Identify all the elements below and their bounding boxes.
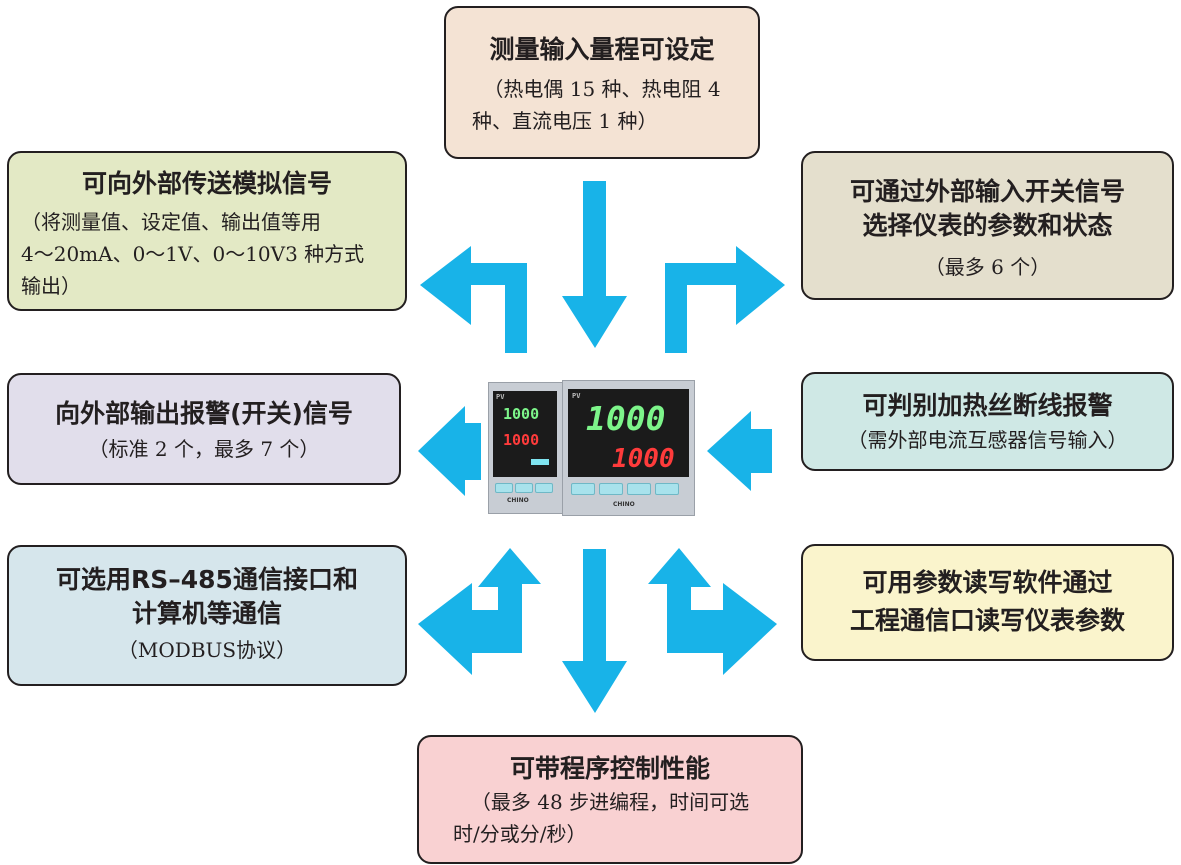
key-3 — [627, 483, 651, 495]
box-text-line-1: （最多 6 个） — [924, 255, 1051, 279]
box-title-line-2: 计算机等通信 — [131, 599, 282, 628]
box-parameter-software: 可用参数读写软件通过 工程通信口读写仪表参数 — [801, 544, 1174, 661]
pv-label: PV — [496, 393, 505, 401]
controller-small-display: PV 1000 1000 — [493, 391, 557, 477]
box-text-line-1: （最多 48 步进编程，时间可选 — [470, 790, 750, 814]
pv-label: PV — [572, 392, 581, 400]
arrow-bent-upper-right — [665, 246, 785, 353]
box-rs485-communication: 可选用RS–485通信接口和 计算机等通信 （MODBUS协议） — [7, 545, 407, 686]
arrow-down-top — [562, 181, 627, 348]
brand-label: CHINO — [613, 501, 635, 508]
sv-value: 1000 — [612, 444, 675, 474]
controller-large-display: PV 1000 1000 — [568, 389, 689, 477]
box-heater-break-alarm: 可判别加热丝断线报警 （需外部电流互感器信号输入） — [801, 372, 1174, 471]
key-2 — [599, 483, 623, 495]
key-3 — [535, 483, 553, 493]
box-analog-output: 可向外部传送模拟信号 （将测量值、设定值、输出值等用 4～20mA、0～1V、0… — [7, 151, 407, 311]
box-external-input-switch: 可通过外部输入开关信号 选择仪表的参数和状态 （最多 6 个） — [801, 151, 1174, 300]
box-title: 向外部输出报警(开关)信号 — [55, 399, 353, 428]
status-led — [531, 459, 549, 465]
box-text-line-1: （需外部电流互感器信号输入） — [847, 428, 1128, 452]
controller-small: PV 1000 1000 CHINO — [488, 382, 563, 514]
box-title: 可向外部传送模拟信号 — [81, 169, 332, 198]
box-program-control: 可带程序控制性能 （最多 48 步进编程，时间可选 时/分或分/秒） — [417, 735, 803, 864]
brand-label: CHINO — [507, 497, 529, 504]
box-alarm-output: 向外部输出报警(开关)信号 （标准 2 个，最多 7 个） — [7, 373, 401, 485]
box-text-line-1: （将测量值、设定值、输出值等用 — [21, 210, 321, 234]
box-title: 可判别加热丝断线报警 — [862, 391, 1113, 420]
box-text-line-3: 输出） — [21, 274, 81, 298]
arrow-down-bottom — [562, 549, 627, 713]
pv-value: 1000 — [503, 405, 540, 423]
box-text-line-2: 4～20mA、0～1V、0～10V3 种方式 — [21, 242, 365, 266]
key-1 — [495, 483, 513, 493]
box-text-line-2: 种、直流电压 1 种） — [472, 109, 658, 133]
arrow-right-mid — [707, 411, 772, 491]
sv-value: 1000 — [503, 431, 540, 449]
key-2 — [515, 483, 533, 493]
box-title-line-1: 可用参数读写软件通过 — [862, 568, 1113, 597]
key-4 — [655, 483, 679, 495]
box-title: 测量输入量程可设定 — [489, 35, 715, 64]
arrow-bent-lower-left — [418, 548, 541, 675]
box-text-line-2: 时/分或分/秒） — [453, 822, 587, 846]
box-title-line-1: 可通过外部输入开关信号 — [849, 177, 1125, 206]
arrow-bent-lower-right — [648, 548, 777, 675]
arrow-bent-upper-left — [420, 246, 527, 353]
box-title-line-1: 可选用RS–485通信接口和 — [56, 565, 358, 594]
box-title: 可带程序控制性能 — [509, 754, 710, 783]
box-measurement-input: 测量输入量程可设定 （热电偶 15 种、热电阻 4 种、直流电压 1 种） — [444, 6, 760, 159]
pv-value: 1000 — [586, 399, 666, 438]
box-text-line-1: （热电偶 15 种、热电阻 4 — [483, 77, 721, 101]
box-title-line-2: 工程通信口读写仪表参数 — [849, 606, 1125, 635]
controller-large: PV 1000 1000 CHINO — [562, 380, 695, 516]
box-text-line-1: （标准 2 个，最多 7 个） — [88, 437, 320, 461]
box-text-line-1: （MODBUS协议） — [117, 638, 297, 662]
key-1 — [571, 483, 595, 495]
arrow-left-mid — [418, 406, 481, 496]
box-title-line-2: 选择仪表的参数和状态 — [862, 211, 1113, 240]
